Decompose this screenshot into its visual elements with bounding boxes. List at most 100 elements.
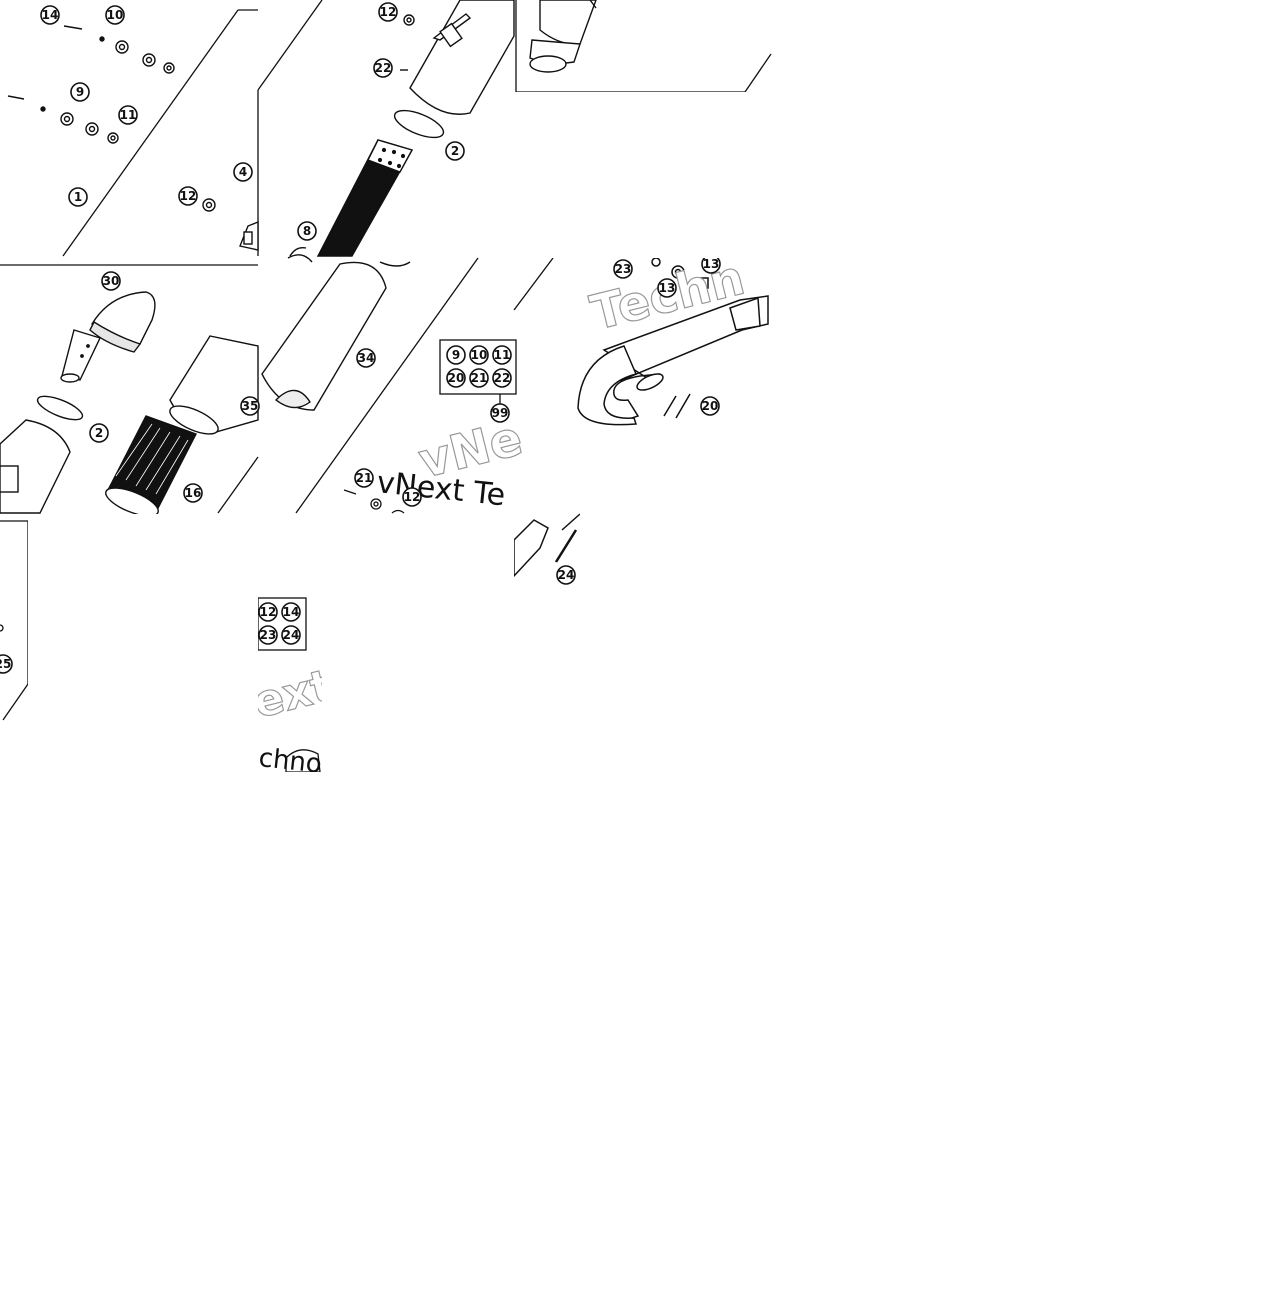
callout-circle [258,625,278,645]
callout-number: 10 [471,348,488,362]
callout-circle [378,2,398,22]
callout-20: 20 [700,396,720,416]
callout-9: 9 [446,345,466,365]
part-outer-sleeve-35 [169,335,259,435]
callout-12: 12 [258,602,278,622]
callout-circle [556,565,576,585]
callout-24: 24 [556,565,576,585]
callout-number: 12 [404,490,421,504]
callout-number: 20 [448,371,465,385]
callout-circle [0,654,13,674]
callout-10: 10 [105,5,125,25]
callout-9: 9 [70,82,90,102]
callout-number: 16 [185,486,202,500]
part-perforated-tube [289,139,414,257]
callout-circle [40,5,60,25]
callout-22: 22 [492,368,512,388]
callout-20: 20 [446,368,466,388]
callout-22: 22 [373,58,393,78]
callout-circle [89,423,109,443]
callout-circle [613,259,633,279]
callout-number: 2 [451,144,459,158]
callout-21: 21 [354,468,374,488]
callout-circle [354,468,374,488]
callout-circle [183,483,203,503]
callout-number: 20 [702,399,719,413]
callout-2: 2 [445,141,465,161]
callout-1: 1 [68,187,88,207]
part-end-cap-30 [36,291,156,421]
callout-12: 12 [178,186,198,206]
callout-8: 8 [297,221,317,241]
callout-circle [657,278,677,298]
callout-number: 22 [494,371,511,385]
callout-13: 13 [701,254,721,274]
callout-number: 9 [76,85,84,99]
callout-number: 30 [103,274,120,288]
part-hardware-bottom-left [0,624,321,773]
callout-number: 21 [356,471,373,485]
callout-25: 25 [0,654,13,674]
callout-number: 11 [120,108,137,122]
callout-number: 21 [471,371,488,385]
callout-number: 14 [283,605,300,619]
callout-34: 34 [356,348,376,368]
callout-number: 8 [303,224,311,238]
callout-circle [258,602,278,622]
callout-number: 13 [659,281,676,295]
part-header-pipe [577,257,769,426]
callout-35: 35 [240,396,260,416]
callout-circle [101,271,121,291]
callout-circle [240,396,260,416]
callout-number: 24 [558,568,575,582]
callout-number: 99 [492,406,509,420]
callout-14: 14 [40,5,60,25]
callout-12: 12 [402,487,422,507]
callout-circle [402,487,422,507]
callout-number: 23 [615,262,632,276]
callout-23: 23 [613,259,633,279]
callout-circle [490,403,510,423]
callout-circle [178,186,198,206]
part-silencer-body-34 [261,254,411,411]
callout-number: 1 [74,190,82,204]
callout-circle [297,221,317,241]
callout-circle [373,58,393,78]
part-packing-16 [105,415,197,517]
part-spring-24 [513,513,581,578]
callout-circle [68,187,88,207]
callout-30: 30 [101,271,121,291]
callout-number: 35 [242,399,259,413]
callout-circle [118,105,138,125]
callout-circle [70,82,90,102]
callout-number: 12 [380,5,397,19]
callout-circle [446,368,466,388]
callout-number: 12 [260,605,277,619]
callout-10: 10 [469,345,489,365]
callout-circle [469,368,489,388]
callout-16: 16 [183,483,203,503]
callout-circle [356,348,376,368]
callout-14: 14 [281,602,301,622]
part-end-cap-top-right [529,0,597,73]
callout-number: 34 [358,351,375,365]
callout-circle [446,345,466,365]
callout-number: 13 [703,257,720,271]
part-silencer-body-top [393,0,515,139]
callout-11: 11 [492,345,512,365]
callout-circle [233,162,253,182]
callout-number: 2 [95,426,103,440]
callout-13: 13 [657,278,677,298]
callout-circle [281,625,301,645]
callout-circle [469,345,489,365]
callout-circle [492,368,512,388]
callout-24: 24 [281,625,301,645]
callout-2: 2 [89,423,109,443]
callout-number: 25 [0,657,11,671]
callout-number: 9 [452,348,460,362]
callout-11: 11 [118,105,138,125]
